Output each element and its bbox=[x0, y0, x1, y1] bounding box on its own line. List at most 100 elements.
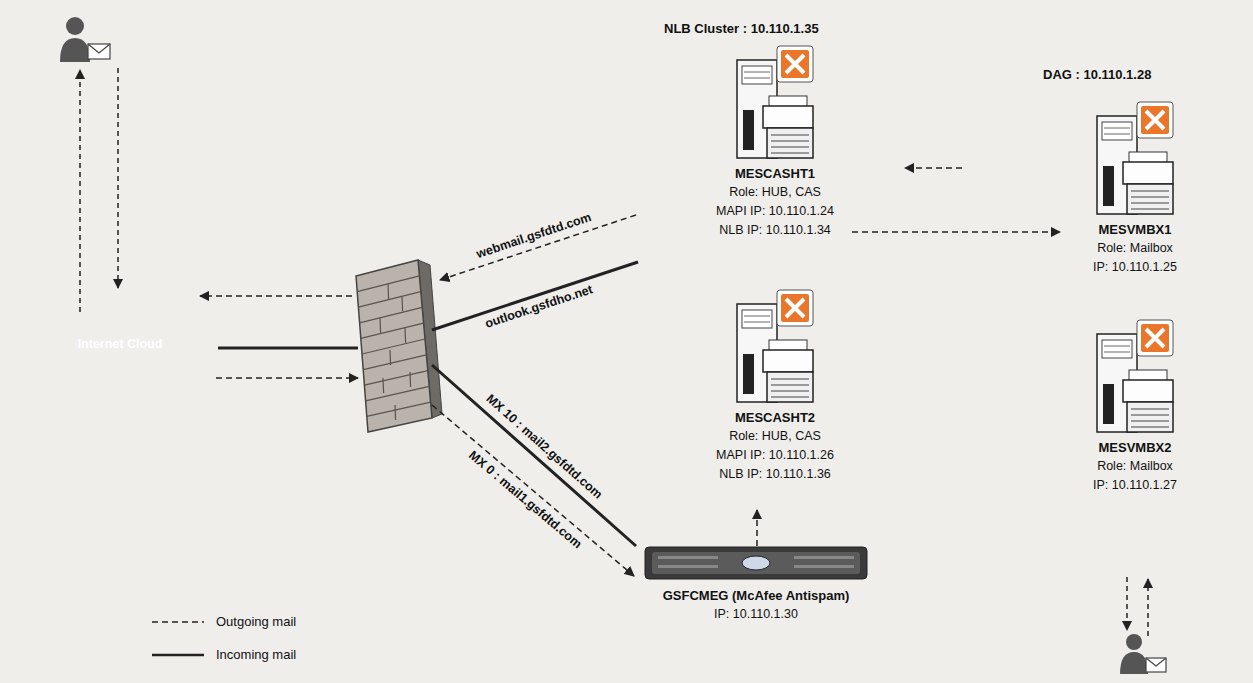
host-detail: Role: HUB, CAS bbox=[729, 183, 821, 202]
drawing-part bbox=[1141, 106, 1169, 134]
drawing-part bbox=[1104, 134, 1130, 135]
drawing-part bbox=[1103, 384, 1114, 424]
appliance-node: GSFCMEG (McAfee Antispam)IP: 10.110.1.30 bbox=[638, 546, 874, 624]
drawing-part bbox=[66, 17, 84, 35]
drawing-part bbox=[794, 565, 854, 568]
drawing-part bbox=[771, 385, 809, 386]
server-icon bbox=[733, 44, 817, 164]
drawing-part bbox=[1123, 162, 1173, 184]
drawing-part bbox=[771, 141, 809, 142]
drawing-part bbox=[645, 547, 867, 579]
server-node: MESCASHT1Role: HUB, CASMAPI IP: 10.110.1… bbox=[698, 44, 852, 240]
drawing-part bbox=[771, 153, 809, 154]
drawing-part bbox=[394, 405, 396, 420]
drawing-part bbox=[742, 66, 772, 84]
drawing-part bbox=[1146, 111, 1164, 129]
drawing-part bbox=[777, 290, 813, 326]
drawing-part bbox=[777, 46, 813, 82]
host-detail: IP: 10.110.1.25 bbox=[1093, 258, 1177, 277]
drawing-part bbox=[771, 135, 809, 136]
internet-user bbox=[60, 17, 110, 62]
mail-flow-connector bbox=[852, 231, 1060, 233]
drawing-part bbox=[379, 318, 381, 333]
legend-text: Incoming mail bbox=[216, 645, 296, 664]
legend-row: Incoming mail bbox=[150, 645, 296, 664]
drawing-part bbox=[358, 292, 420, 308]
drawing-part bbox=[60, 38, 90, 62]
host-name: MESCASHT1 bbox=[735, 164, 815, 183]
drawing-part bbox=[357, 276, 430, 420]
server-room-panel bbox=[627, 8, 1253, 683]
mail-flow-connector bbox=[756, 510, 758, 546]
drawing-part bbox=[1131, 209, 1169, 210]
mail-flow-connector bbox=[905, 167, 962, 169]
drawing-part bbox=[404, 328, 406, 343]
drawing-part bbox=[1131, 415, 1169, 416]
cluster-heading: DAG : 10.110.1.28 bbox=[1043, 65, 1151, 84]
drawing-part bbox=[33, 291, 215, 400]
legend-line-sample bbox=[150, 648, 206, 662]
drawing-part bbox=[360, 307, 423, 322]
drawing-part bbox=[200, 295, 352, 297]
drawing-part bbox=[781, 294, 809, 322]
drawing-part bbox=[367, 402, 431, 416]
host-detail: NLB IP: 10.110.1.36 bbox=[719, 465, 831, 484]
drawing-part bbox=[366, 386, 430, 400]
drawing-part bbox=[1104, 128, 1130, 129]
drawing-part bbox=[652, 552, 860, 574]
drawing-part bbox=[1120, 652, 1148, 674]
drawing-part bbox=[786, 55, 804, 73]
drawing-part bbox=[771, 147, 809, 148]
drawing-part bbox=[1131, 427, 1169, 428]
drawing-part bbox=[387, 284, 389, 299]
drawing-part bbox=[356, 260, 432, 432]
host-detail: Role: Mailbox bbox=[1097, 457, 1173, 476]
host-name: MESVMBX2 bbox=[1099, 438, 1172, 457]
drawing-part bbox=[1127, 402, 1173, 432]
drawing-part bbox=[88, 44, 110, 59]
drawing-part bbox=[743, 354, 754, 394]
drawing-part bbox=[744, 78, 770, 79]
drawing-part bbox=[88, 44, 110, 53]
drawing-part bbox=[361, 323, 424, 338]
cluster-heading: NLB Cluster : 10.110.1.35 bbox=[664, 19, 819, 38]
host-name: MESCASHT2 bbox=[735, 408, 815, 427]
drawing-part bbox=[744, 72, 770, 73]
drawing-part bbox=[363, 355, 426, 370]
server-icon bbox=[1093, 100, 1177, 220]
drawing-part bbox=[786, 299, 804, 317]
legend-line bbox=[152, 653, 204, 656]
drawing-part bbox=[658, 556, 718, 559]
drawing-part bbox=[389, 350, 391, 365]
drawing-part bbox=[767, 128, 813, 158]
drawing-part bbox=[1137, 102, 1173, 138]
drawing-part bbox=[771, 391, 809, 392]
drawing-part bbox=[742, 556, 770, 570]
link-label: webmail.gsfdtd.com bbox=[475, 210, 594, 262]
host-name: MESVMBX1 bbox=[1099, 220, 1172, 239]
drawing-part bbox=[1102, 122, 1132, 140]
drawing-part bbox=[1131, 191, 1169, 192]
antispam-appliance bbox=[644, 546, 868, 580]
drawing-part bbox=[771, 397, 809, 398]
drawing-part bbox=[1131, 421, 1169, 422]
host-detail: Role: Mailbox bbox=[1097, 239, 1173, 258]
drawing-part bbox=[1131, 203, 1169, 204]
drawing-part bbox=[432, 262, 638, 330]
drawing-part bbox=[1103, 166, 1114, 206]
drawing-part bbox=[781, 50, 809, 78]
user-mail-arrows bbox=[80, 68, 118, 312]
drawing-part bbox=[440, 215, 636, 280]
internet-cloud: Internet Cloud bbox=[25, 278, 215, 406]
drawing-part bbox=[743, 110, 754, 150]
server-node: MESVMBX2Role: MailboxIP: 10.110.1.27 bbox=[1060, 318, 1210, 495]
drawing-part bbox=[1146, 658, 1166, 666]
legend-text: Outgoing mail bbox=[216, 612, 296, 631]
cloud-label: Internet Cloud bbox=[78, 335, 163, 354]
drawing-part bbox=[771, 379, 809, 380]
firewall-server-lines bbox=[432, 215, 638, 576]
